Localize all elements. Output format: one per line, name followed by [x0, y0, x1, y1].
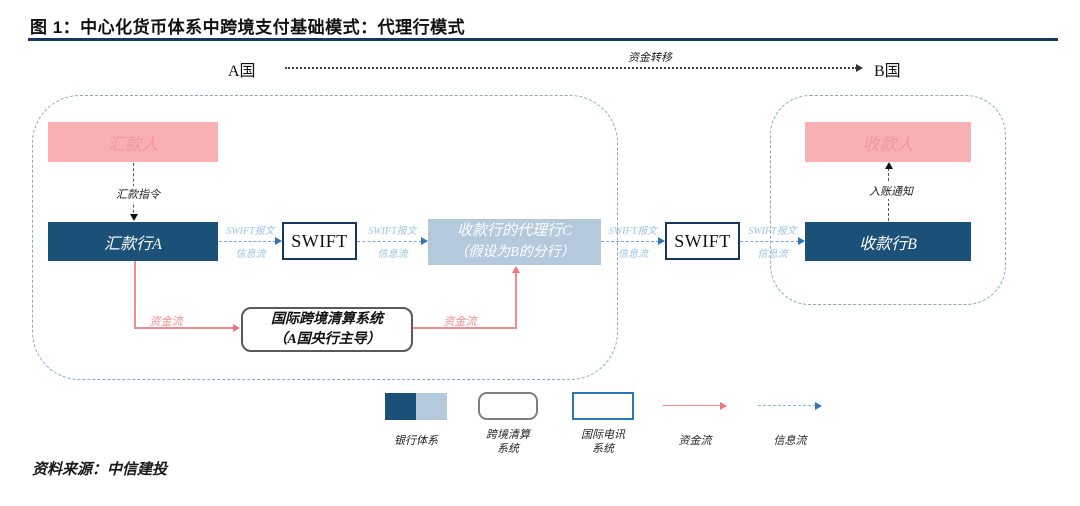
receiving-bank-box: 收款行B: [805, 222, 971, 261]
legend-fund-arrowhead-icon: [720, 402, 727, 410]
swift-box-2: SWIFT: [665, 222, 740, 260]
fund-transfer-arrowhead-icon: [856, 64, 863, 72]
payee-box: 收款人: [805, 122, 971, 162]
info-flow-label-4: 信息流: [757, 249, 788, 260]
swift-msg-label-3: SWIFT报文: [608, 226, 658, 237]
figure-title: 图 1：中心化货币体系中跨境支付基础模式：代理行模式: [30, 18, 466, 37]
title-underline: [28, 38, 1058, 41]
info-flow-label-2: 信息流: [377, 249, 408, 260]
info-flow-connector-3: SWIFT报文 信息流: [601, 224, 665, 262]
legend-bank-light-swatch: [416, 393, 447, 420]
info-flow-arrowhead-icon-3: [658, 237, 665, 245]
info-flow-dashed-line-3: [601, 241, 659, 242]
correspondent-bank-box: 收款行的代理行C （假设为B的分行）: [428, 219, 601, 265]
legend-info-label: 信息流: [773, 435, 807, 447]
info-flow-connector-1: SWIFT报文 信息流: [219, 224, 282, 262]
info-flow-connector-2: SWIFT报文 信息流: [357, 224, 428, 262]
legend-fund-label: 资金流: [678, 435, 712, 447]
fund-flow-line-horizontal-2: [413, 327, 517, 329]
fund-flow-line-vertical-2: [515, 272, 517, 328]
swift-msg-label-4: SWIFT报文: [748, 226, 797, 237]
swift-msg-label-2: SWIFT报文: [368, 226, 417, 237]
clearing-system-line2: （A国央行主导）: [273, 331, 381, 347]
legend-telecom-line2: 系统: [592, 443, 614, 455]
remit-instruction-arrowhead-icon: [130, 214, 138, 221]
country-b-label: B国: [874, 63, 901, 80]
legend-bank-label: 银行体系: [394, 435, 438, 447]
clearing-system-line1: 国际跨境清算系统: [271, 311, 383, 327]
fund-flow-label-2: 资金流: [443, 316, 477, 328]
fund-transfer-label: 资金转移: [628, 52, 672, 64]
info-flow-connector-4: SWIFT报文 信息流: [740, 224, 805, 262]
fund-flow-line-horizontal-1: [134, 327, 234, 329]
credit-notice-label: 入账通知: [856, 183, 926, 199]
country-b-container: [770, 95, 1006, 305]
fund-flow-arrowhead-icon-1: [233, 324, 240, 332]
legend-clearing-line1: 跨境清算: [486, 429, 530, 441]
legend-telecom-line1: 国际电讯: [581, 429, 625, 441]
country-a-container: [32, 95, 618, 380]
correspondent-bank-line2: （假设为B的分行）: [454, 245, 575, 260]
credit-notice-arrowhead-icon: [885, 162, 893, 169]
remit-instruction-label: 汇款指令: [103, 186, 173, 202]
fund-transfer-dotted-line: [285, 67, 857, 69]
remitter-box: 汇款人: [48, 122, 218, 162]
info-flow-arrowhead-icon-2: [421, 237, 428, 245]
remitting-bank-box: 汇款行A: [48, 222, 218, 261]
clearing-system-box: 国际跨境清算系统 （A国央行主导）: [241, 307, 413, 352]
legend-clearing-shape: [478, 392, 538, 420]
fund-flow-arrowhead-icon-2: [512, 266, 520, 273]
legend-telecom-label: 国际电讯 系统: [566, 428, 640, 456]
info-flow-dashed-line-2: [357, 241, 422, 242]
legend-fund-flow-line: [663, 405, 721, 406]
info-flow-arrowhead-icon-4: [798, 237, 805, 245]
fund-flow-line-vertical-1: [134, 261, 136, 328]
info-flow-label-3: 信息流: [618, 249, 648, 260]
legend-clearing-line2: 系统: [497, 443, 519, 455]
swift-msg-label-1: SWIFT报文: [226, 226, 275, 237]
fund-flow-label-1: 资金流: [149, 316, 183, 328]
swift-box-1: SWIFT: [282, 222, 357, 260]
legend-clearing-label: 跨境清算 系统: [471, 428, 545, 456]
info-flow-arrowhead-icon-1: [275, 237, 282, 245]
info-flow-dashed-line-1: [219, 241, 276, 242]
correspondent-bank-line1: 收款行的代理行C: [456, 223, 572, 239]
source-note: 资料来源：中信建投: [32, 462, 168, 478]
legend-telecom-shape: [572, 392, 634, 420]
info-flow-label-1: 信息流: [235, 249, 266, 260]
legend-info-arrowhead-icon: [815, 402, 822, 410]
info-flow-dashed-line-4: [740, 241, 799, 242]
legend-info-flow-line: [758, 405, 816, 406]
country-a-label: A国: [228, 63, 256, 80]
legend-bank-dark-swatch: [385, 393, 416, 420]
